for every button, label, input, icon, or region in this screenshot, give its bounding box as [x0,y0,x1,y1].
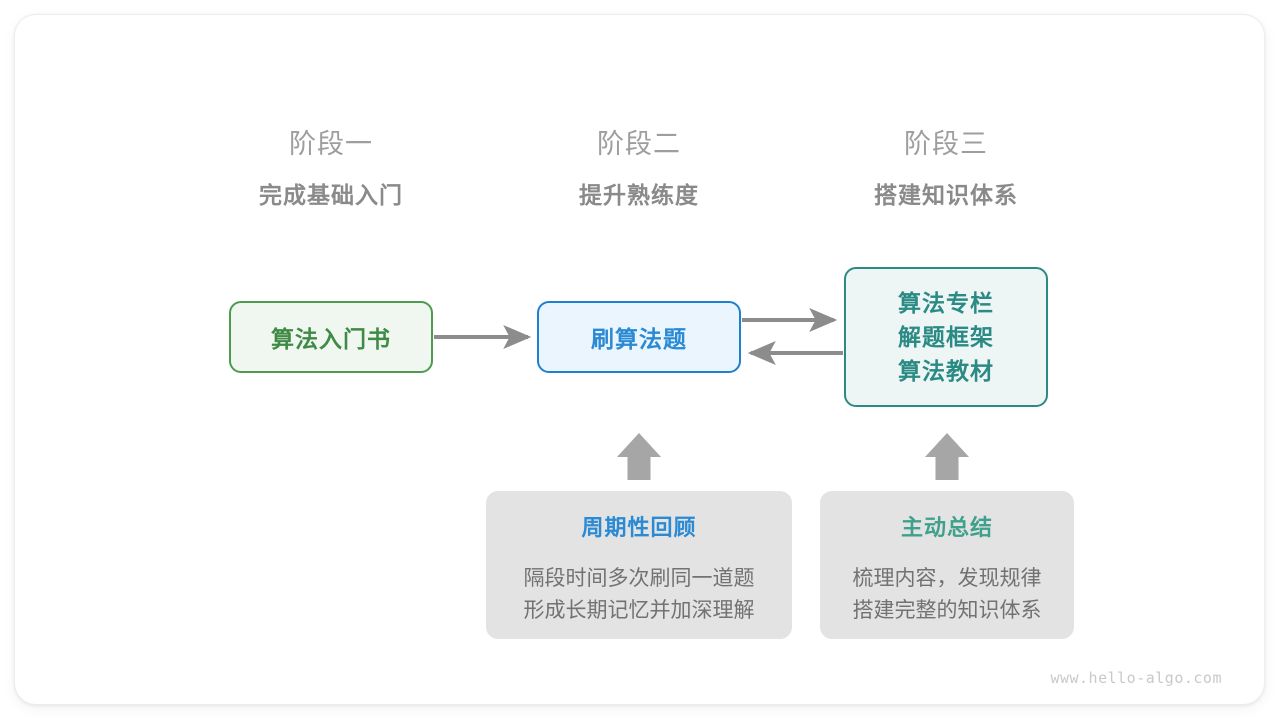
note-card-periodic-review-title: 周期性回顾 [581,515,697,540]
node-resources-line-2: 解题框架 [898,323,994,350]
node-practice-problems-label: 刷算法题 [591,326,687,352]
note-card-active-summary-line-2: 搭建完整的知识体系 [852,599,1042,623]
stage-1-index-label: 阶段一 [289,129,373,159]
note-card-periodic-review-line-1: 隔段时间多次刷同一道题 [523,567,755,591]
stage-column-2: 阶段二 提升熟练度 [519,128,759,210]
note-card-active-summary-body: 梳理内容，发现规律 搭建完整的知识体系 [853,563,1042,627]
stage-column-3: 阶段三 搭建知识体系 [826,128,1066,210]
node-practice-problems[interactable]: 刷算法题 [537,301,741,373]
note-card-active-summary-line-1: 梳理内容，发现规律 [852,567,1042,591]
node-intro-book-label: 算法入门书 [271,326,391,352]
note-card-active-summary-title: 主动总结 [900,515,993,540]
note-card-periodic-review-body: 隔段时间多次刷同一道题 形成长期记忆并加深理解 [524,563,755,627]
node-resources-line-3: 算法教材 [898,358,994,385]
node-resources-line-1: 算法专栏 [898,289,994,316]
stage-column-1: 阶段一 完成基础入门 [211,128,451,210]
node-intro-book[interactable]: 算法入门书 [229,301,433,373]
stage-3-title: 搭建知识体系 [874,181,1018,208]
note-card-periodic-review-line-2: 形成长期记忆并加深理解 [523,599,755,623]
note-card-active-summary[interactable]: 主动总结 梳理内容，发现规律 搭建完整的知识体系 [820,491,1074,639]
stage-3-index-label: 阶段三 [904,129,988,159]
stage-2-index-label: 阶段二 [597,129,681,159]
stage-1-title: 完成基础入门 [259,181,403,208]
watermark-url: www.hello-algo.com [1050,669,1222,687]
node-resources[interactable]: 算法专栏 解题框架 算法教材 [844,267,1048,407]
note-card-periodic-review[interactable]: 周期性回顾 隔段时间多次刷同一道题 形成长期记忆并加深理解 [486,491,792,639]
stage-2-title: 提升熟练度 [579,181,699,208]
